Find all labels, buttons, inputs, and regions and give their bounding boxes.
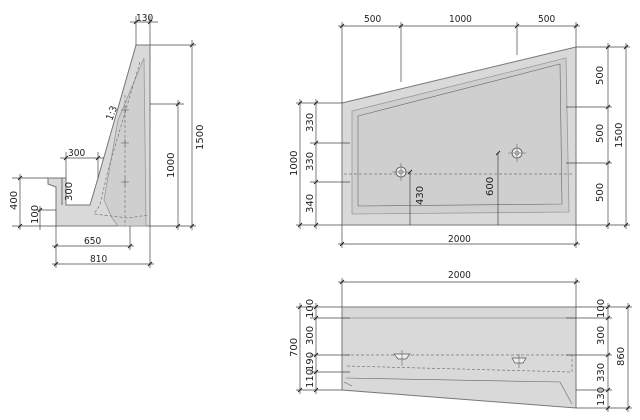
dim-1000-top: 1000 — [449, 14, 472, 25]
dim-1000-side: 1000 — [166, 153, 177, 178]
top-view: 2000 700 100 300 190 110 — [289, 270, 632, 412]
dim-330-front-b: 330 — [305, 152, 316, 171]
dim-500-top-right: 500 — [538, 14, 555, 25]
top-view-hidden-line — [345, 354, 573, 373]
dim-300-shelf-depth: 300 — [64, 182, 75, 201]
side-view-hidden-line — [93, 61, 149, 219]
top-view-drain-right — [511, 354, 527, 368]
dim-400-side: 400 — [9, 191, 20, 210]
front-view-inner-face — [351, 57, 570, 215]
dim-330-top-view: 330 — [596, 363, 607, 382]
dim-1500-front-right: 1500 — [614, 123, 625, 148]
dim-2000-top: 2000 — [448, 270, 471, 281]
dim-130-side: 130 — [136, 13, 153, 24]
front-view: 500 1000 500 1000 330 330 340 430 600 — [289, 14, 630, 248]
top-view-slope-line — [345, 377, 573, 405]
top-view-outline — [341, 306, 577, 409]
dim-130-top-view: 130 — [596, 387, 607, 406]
dim-500-top-left: 500 — [364, 14, 381, 25]
dim-700-top-view: 700 — [289, 338, 300, 357]
top-view-drain-left — [393, 350, 411, 366]
dim-2000-front: 2000 — [448, 234, 471, 245]
dim-600-drain: 600 — [485, 177, 496, 196]
dim-1500-side: 1500 — [195, 125, 206, 150]
dim-300-shelf-width: 300 — [68, 148, 85, 159]
dim-110-top-view: 110 — [305, 369, 316, 388]
dim-810: 810 — [90, 254, 107, 265]
dim-300-top-view-left: 300 — [305, 326, 316, 345]
drain-right — [508, 144, 526, 162]
dim-300-top-view-right: 300 — [596, 326, 607, 345]
dim-190-top-view: 190 — [305, 352, 316, 371]
dim-100-top-view-right: 100 — [596, 299, 607, 318]
dim-330-front-a: 330 — [305, 113, 316, 132]
dim-430-drain: 430 — [415, 186, 426, 205]
dim-100-top-view-left: 100 — [305, 299, 316, 318]
drain-left — [392, 163, 410, 181]
dim-650: 650 — [84, 236, 101, 247]
dim-340-front: 340 — [305, 194, 316, 213]
dim-1000-front-left: 1000 — [289, 151, 300, 176]
dim-500-right-b: 500 — [595, 124, 606, 143]
dim-100-base: 100 — [30, 205, 41, 224]
dim-500-right-a: 500 — [595, 66, 606, 85]
dim-860-top-view: 860 — [616, 347, 627, 366]
side-view-centre-marks — [121, 106, 129, 186]
side-view: 130 1:3 1500 1000 300 300 400 — [9, 13, 206, 268]
front-view-basin-edge — [357, 63, 563, 207]
dim-500-right-c: 500 — [595, 183, 606, 202]
dim-slope: 1:3 — [105, 105, 121, 123]
